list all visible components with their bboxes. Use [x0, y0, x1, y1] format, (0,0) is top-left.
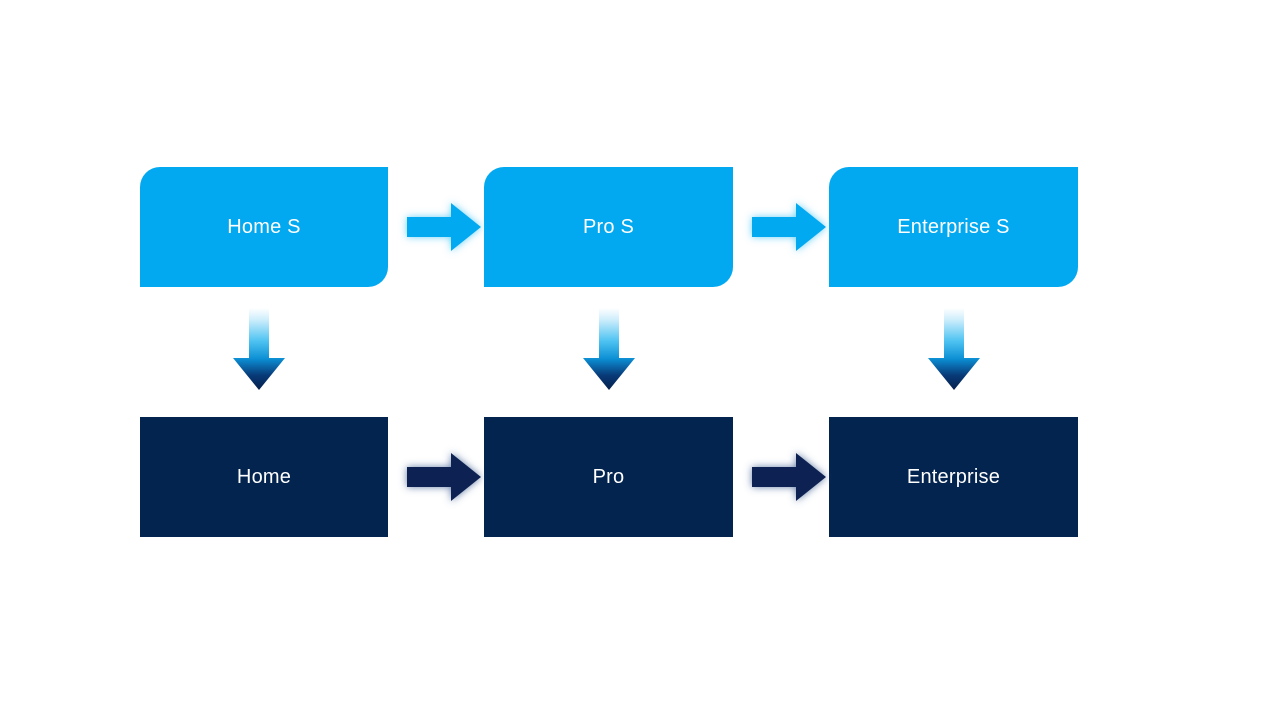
node-label: Pro S [582, 216, 635, 238]
node-label: Enterprise S [897, 216, 1010, 238]
arrow-right-icon [407, 453, 481, 501]
arrow-down-icon [233, 308, 285, 390]
arrow-right-icon [752, 453, 826, 501]
node-pro-s[interactable]: Pro S [484, 167, 733, 287]
arrow-down-icon [583, 308, 635, 390]
arrow-down-icon [928, 308, 980, 390]
node-label: Enterprise [906, 466, 1001, 488]
connector-home-to-pro [403, 446, 485, 508]
node-pro[interactable]: Pro [484, 417, 733, 537]
node-home-s[interactable]: Home S [140, 167, 388, 287]
connector-pro-s-to-enterprise-s [748, 196, 830, 258]
node-label: Pro [592, 466, 625, 488]
arrow-right-icon [752, 203, 826, 251]
node-enterprise-s[interactable]: Enterprise S [829, 167, 1078, 287]
connector-home-s-to-pro-s [403, 196, 485, 258]
node-enterprise[interactable]: Enterprise [829, 417, 1078, 537]
connector-enterprise-s-to-enterprise [923, 306, 985, 392]
node-label: Home S [227, 216, 301, 238]
connector-pro-s-to-pro [578, 306, 640, 392]
node-home[interactable]: Home [140, 417, 388, 537]
connector-home-s-to-home [228, 306, 290, 392]
connector-pro-to-enterprise [748, 446, 830, 508]
arrow-right-icon [407, 203, 481, 251]
node-label: Home [236, 466, 292, 488]
